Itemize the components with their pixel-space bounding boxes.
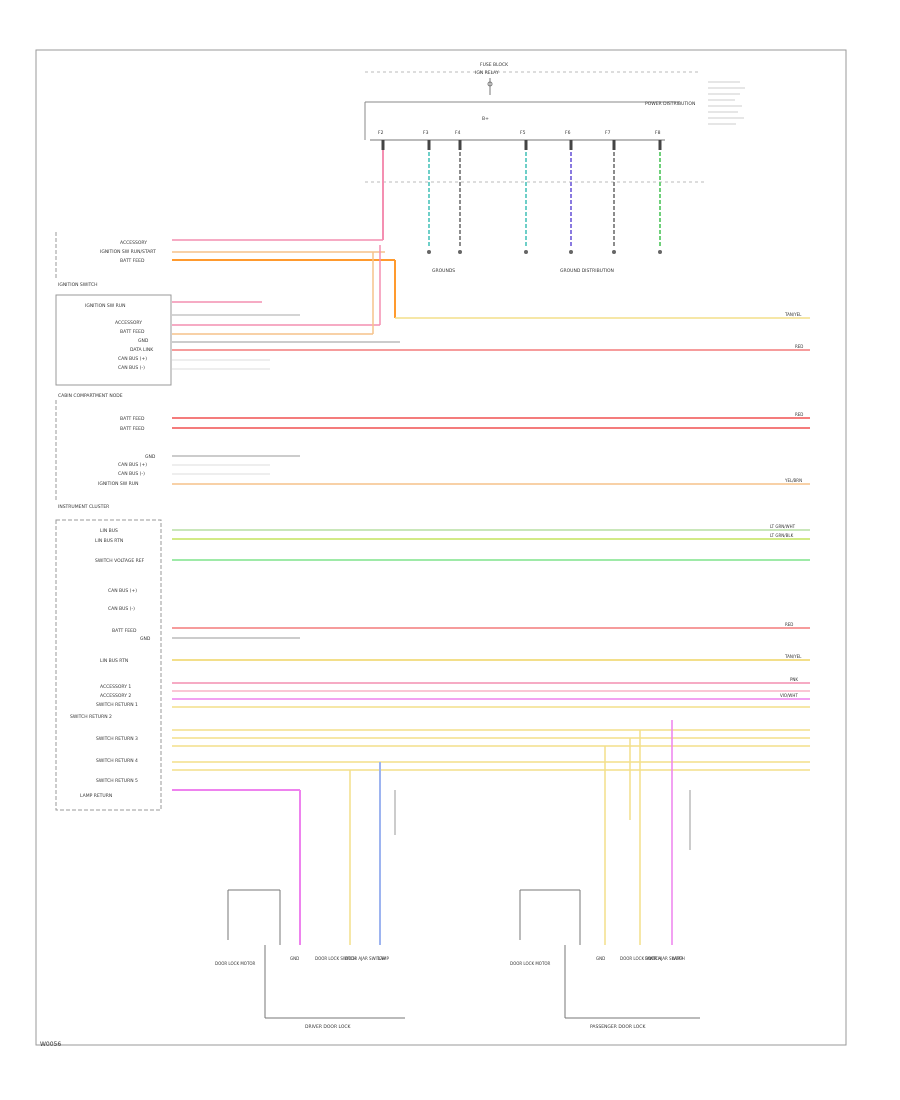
svg-text:GND: GND (140, 636, 151, 642)
svg-text:GND: GND (138, 338, 149, 344)
fuse-block: FUSE BLOCK IGN RELAY B+ POWER DISTRIBUTI… (364, 62, 749, 183)
diagram-frame (35, 49, 847, 1046)
fuse-block-notes (707, 77, 749, 127)
svg-text:F4: F4 (455, 130, 461, 136)
svg-text:DOOR AJAR SWITCH: DOOR AJAR SWITCH (345, 956, 385, 961)
svg-text:IGNITION SW RUN: IGNITION SW RUN (85, 303, 125, 309)
svg-text:BATT FEED: BATT FEED (120, 258, 145, 264)
svg-text:SWITCH RETURN 4: SWITCH RETURN 4 (96, 758, 138, 764)
door-lock-drops (299, 720, 691, 945)
svg-text:BATT FEED: BATT FEED (120, 329, 145, 335)
svg-text:ACCESSORY 2: ACCESSORY 2 (100, 693, 131, 699)
svg-text:CAN BUS (+): CAN BUS (+) (108, 588, 137, 594)
svg-text:RED: RED (795, 412, 803, 417)
svg-text:POWER DISTRIBUTION: POWER DISTRIBUTION (645, 101, 695, 107)
svg-text:CAN BUS (+): CAN BUS (+) (118, 356, 147, 362)
svg-text:DOOR LOCK SWITCH: DOOR LOCK SWITCH (620, 956, 661, 961)
svg-text:F2: F2 (378, 130, 384, 136)
fuse-pins: F2 F3 F4 F5 F6 F7 F8 (378, 130, 661, 136)
svg-text:ACCESSORY: ACCESSORY (115, 320, 142, 326)
ignition-switch-block: IGNITION SWITCH ACCESSORY IGNITION SW RU… (55, 232, 156, 288)
ccn-block: CABIN COMPARTMENT NODE BATT FEED BATT FE… (55, 393, 156, 500)
svg-text:SWITCH RETURN 5: SWITCH RETURN 5 (96, 778, 138, 784)
svg-text:LT GRN/BLK: LT GRN/BLK (770, 533, 794, 538)
svg-text:ACCESSORY: ACCESSORY (120, 240, 147, 246)
svg-text:CAN BUS (-): CAN BUS (-) (118, 365, 145, 371)
svg-text:LAMP: LAMP (378, 956, 390, 961)
svg-text:GND: GND (596, 956, 605, 961)
svg-text:IGN RELAY: IGN RELAY (475, 70, 499, 76)
svg-text:DRIVER DOOR LOCK: DRIVER DOOR LOCK (305, 1024, 352, 1030)
svg-text:DATA LINK: DATA LINK (130, 347, 154, 353)
svg-text:SWITCH RETURN 3: SWITCH RETURN 3 (96, 736, 138, 742)
svg-text:IGNITION SW RUN/START: IGNITION SW RUN/START (100, 249, 156, 255)
svg-text:ACCESSORY 1: ACCESSORY 1 (100, 684, 131, 690)
svg-text:TAN/YEL: TAN/YEL (784, 312, 802, 317)
svg-text:GND: GND (290, 956, 299, 961)
svg-text:DOOR AJAR SWITCH: DOOR AJAR SWITCH (645, 956, 685, 961)
svg-text:SWITCH RETURN 2: SWITCH RETURN 2 (70, 714, 112, 720)
figure-id: W0056 (40, 1041, 61, 1048)
svg-text:F5: F5 (520, 130, 526, 136)
svg-text:DOOR LOCK SWITCH: DOOR LOCK SWITCH (315, 956, 356, 961)
svg-text:F7: F7 (605, 130, 611, 136)
svg-text:DOOR LOCK MOTOR: DOOR LOCK MOTOR (215, 961, 256, 966)
svg-text:INSTRUMENT CLUSTER: INSTRUMENT CLUSTER (58, 504, 109, 510)
svg-text:LAMP RETURN: LAMP RETURN (80, 793, 112, 799)
wire-labels-right: TAN/YEL RED RED YEL/BRN LT GRN/WHT LT GR… (770, 312, 803, 698)
svg-text:BATT FEED: BATT FEED (112, 628, 137, 634)
driver-door-lock: DRIVER DOOR LOCK DOOR LOCK MOTOR GND DOO… (215, 889, 405, 1030)
svg-text:GROUND DISTRIBUTION: GROUND DISTRIBUTION (560, 268, 614, 274)
svg-text:BATT FEED: BATT FEED (120, 416, 145, 422)
svg-text:RED: RED (785, 622, 793, 627)
svg-text:BATT FEED: BATT FEED (120, 426, 145, 432)
svg-text:VIO/WHT: VIO/WHT (780, 693, 798, 698)
svg-text:RED: RED (795, 344, 803, 349)
svg-text:F6: F6 (565, 130, 571, 136)
svg-text:B+: B+ (482, 116, 489, 122)
svg-text:LIN BUS RTN: LIN BUS RTN (95, 538, 123, 544)
svg-text:LAMP: LAMP (672, 956, 684, 961)
svg-text:YEL/BRN: YEL/BRN (784, 478, 802, 483)
svg-text:DOOR LOCK MOTOR: DOOR LOCK MOTOR (510, 961, 551, 966)
svg-text:IGNITION SW RUN: IGNITION SW RUN (98, 481, 138, 487)
svg-text:SWITCH VOLTAGE REF: SWITCH VOLTAGE REF (95, 558, 145, 564)
svg-text:FUSE BLOCK: FUSE BLOCK (480, 62, 509, 68)
svg-text:F8: F8 (655, 130, 661, 136)
svg-text:CAN BUS (-): CAN BUS (-) (118, 471, 145, 477)
svg-text:SWITCH RETURN 1: SWITCH RETURN 1 (96, 702, 138, 708)
svg-text:PNK: PNK (790, 677, 798, 682)
svg-text:LIN BUS: LIN BUS (100, 528, 118, 534)
svg-text:IGNITION SWITCH: IGNITION SWITCH (58, 282, 98, 288)
horizontal-wires (172, 239, 810, 791)
svg-text:LT GRN/WHT: LT GRN/WHT (770, 524, 796, 529)
cluster-block: INSTRUMENT CLUSTER LIN BUS LIN BUS RTN S… (55, 504, 162, 811)
svg-text:CABIN COMPARTMENT NODE: CABIN COMPARTMENT NODE (58, 393, 123, 399)
svg-text:TAN/YEL: TAN/YEL (784, 654, 802, 659)
svg-text:CAN BUS (+): CAN BUS (+) (118, 462, 147, 468)
svg-text:PASSENGER DOOR LOCK: PASSENGER DOOR LOCK (590, 1024, 646, 1030)
svg-text:F3: F3 (423, 130, 429, 136)
bcm-block: IGNITION SW RUN ACCESSORY BATT FEED GND … (55, 294, 172, 386)
svg-text:GROUNDS: GROUNDS (432, 268, 455, 274)
passenger-door-lock: PASSENGER DOOR LOCK DOOR LOCK MOTOR GND … (510, 889, 700, 1030)
svg-text:CAN BUS (-): CAN BUS (-) (108, 606, 135, 612)
svg-text:LIN BUS RTN: LIN BUS RTN (100, 658, 128, 664)
svg-text:GND: GND (145, 454, 156, 460)
fuse-drop-wires: GROUNDS GROUND DISTRIBUTION (381, 140, 662, 274)
